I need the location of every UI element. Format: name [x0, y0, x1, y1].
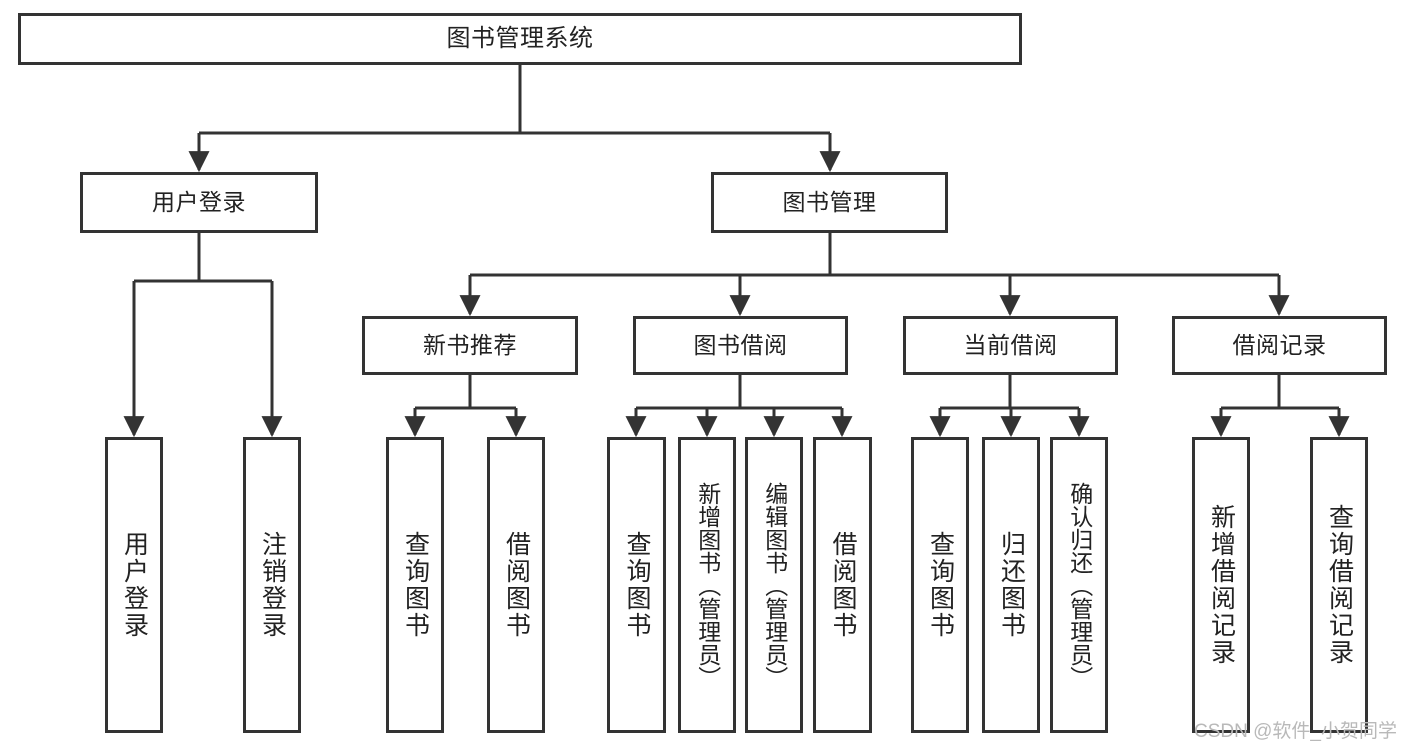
node-leaf-borrow-book-1-label: 借阅图书 — [502, 531, 531, 639]
node-leaf-confirm-return-label: 确认归还（管理员） — [1066, 481, 1093, 689]
node-leaf-borrow-book-2[interactable]: 借阅图书 — [813, 437, 872, 733]
node-book-management[interactable]: 图书管理 — [711, 172, 948, 233]
node-leaf-query-book-1[interactable]: 查询图书 — [386, 437, 444, 733]
node-leaf-borrow-book-1[interactable]: 借阅图书 — [487, 437, 545, 733]
node-leaf-logout[interactable]: 注销登录 — [243, 437, 301, 733]
node-leaf-query-record[interactable]: 查询借阅记录 — [1310, 437, 1368, 733]
node-root[interactable]: 图书管理系统 — [18, 13, 1022, 65]
node-borrow-record-label: 借阅记录 — [1232, 332, 1327, 358]
node-user-login-label: 用户登录 — [152, 189, 246, 215]
node-leaf-add-record-label: 新增借阅记录 — [1207, 504, 1236, 666]
node-book-borrow-label: 图书借阅 — [693, 332, 788, 358]
node-new-book-recommend[interactable]: 新书推荐 — [362, 316, 578, 375]
node-leaf-query-book-2-label: 查询图书 — [623, 531, 651, 639]
node-leaf-edit-book[interactable]: 编辑图书（管理员） — [745, 437, 803, 733]
node-leaf-query-book-3-label: 查询图书 — [926, 531, 955, 639]
node-borrow-record[interactable]: 借阅记录 — [1172, 316, 1387, 375]
node-leaf-add-record[interactable]: 新增借阅记录 — [1192, 437, 1250, 733]
node-leaf-return-book-label: 归还图书 — [997, 531, 1026, 639]
node-leaf-query-book-1-label: 查询图书 — [401, 531, 430, 639]
node-new-book-recommend-label: 新书推荐 — [423, 332, 517, 358]
node-book-management-label: 图书管理 — [782, 189, 877, 215]
node-user-login[interactable]: 用户登录 — [80, 172, 318, 233]
node-leaf-query-book-2[interactable]: 查询图书 — [607, 437, 666, 733]
csdn-watermark: CSDN @软件_小贺同学 — [1194, 721, 1397, 742]
node-leaf-user-login-label: 用户登录 — [120, 531, 149, 639]
node-leaf-confirm-return[interactable]: 确认归还（管理员） — [1050, 437, 1108, 733]
node-leaf-return-book[interactable]: 归还图书 — [982, 437, 1040, 733]
node-root-label: 图书管理系统 — [446, 25, 594, 52]
node-leaf-query-record-label: 查询借阅记录 — [1325, 504, 1354, 666]
node-leaf-user-login[interactable]: 用户登录 — [105, 437, 163, 733]
node-current-borrow[interactable]: 当前借阅 — [903, 316, 1118, 375]
node-leaf-add-book[interactable]: 新增图书（管理员） — [678, 437, 736, 733]
node-leaf-query-book-3[interactable]: 查询图书 — [911, 437, 969, 733]
node-leaf-logout-label: 注销登录 — [258, 531, 287, 639]
node-leaf-borrow-book-2-label: 借阅图书 — [829, 531, 857, 639]
node-book-borrow[interactable]: 图书借阅 — [633, 316, 848, 375]
node-leaf-add-book-label: 新增图书（管理员） — [694, 481, 721, 689]
node-leaf-edit-book-label: 编辑图书（管理员） — [761, 481, 788, 689]
node-current-borrow-label: 当前借阅 — [963, 332, 1058, 358]
